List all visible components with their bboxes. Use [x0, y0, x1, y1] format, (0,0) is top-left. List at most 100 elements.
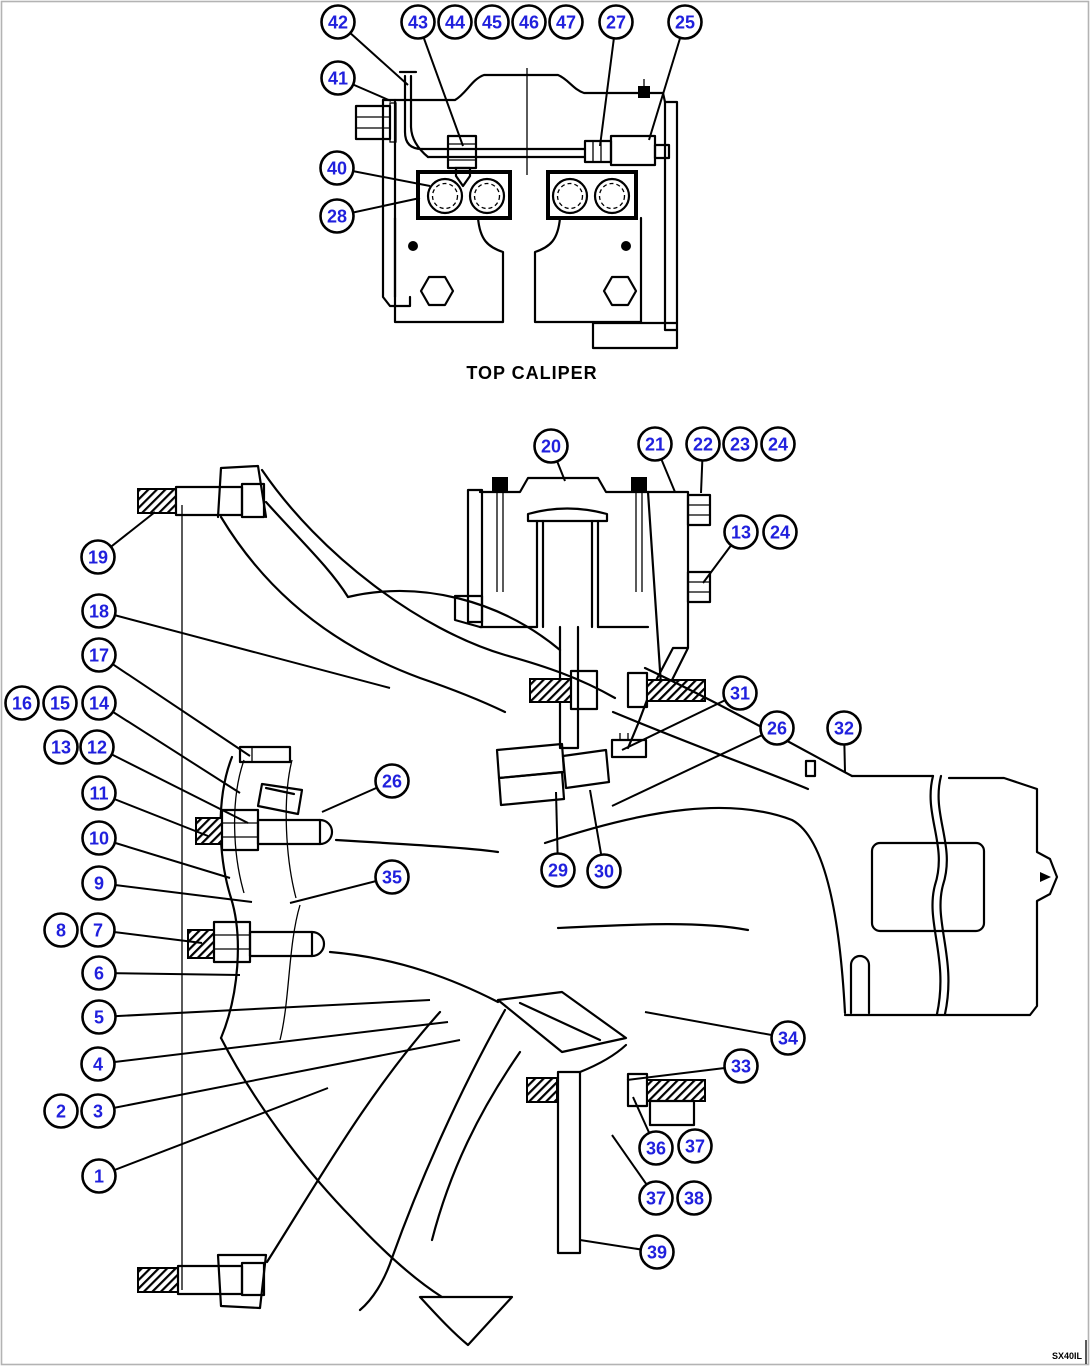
callout-circle-7[interactable] — [80, 912, 116, 948]
callout-circle-4[interactable] — [80, 1046, 116, 1082]
callout-38[interactable]: 38 — [676, 1180, 712, 1216]
callout-circle-27[interactable] — [598, 4, 634, 40]
callout-circle-26[interactable] — [374, 763, 410, 799]
callout-circle-24[interactable] — [762, 514, 798, 550]
callout-circle-36[interactable] — [638, 1130, 674, 1166]
callout-2[interactable]: 2 — [43, 1093, 79, 1129]
callout-circle-43[interactable] — [400, 4, 436, 40]
callout-21[interactable]: 21 — [637, 426, 673, 462]
callout-circle-6[interactable] — [81, 955, 117, 991]
callout-12[interactable]: 12 — [79, 729, 115, 765]
callout-8[interactable]: 8 — [43, 912, 79, 948]
callout-6[interactable]: 6 — [81, 955, 117, 991]
callout-11[interactable]: 11 — [81, 775, 117, 811]
callout-23[interactable]: 23 — [722, 426, 758, 462]
callout-30[interactable]: 30 — [586, 853, 622, 889]
callout-13[interactable]: 13 — [723, 514, 759, 550]
callout-17[interactable]: 17 — [81, 637, 117, 673]
callout-circle-12[interactable] — [79, 729, 115, 765]
callout-circle-31[interactable] — [722, 675, 758, 711]
callout-circle-35[interactable] — [374, 859, 410, 895]
callout-circle-16[interactable] — [4, 685, 40, 721]
callout-36[interactable]: 36 — [638, 1130, 674, 1166]
callout-circle-15[interactable] — [42, 685, 78, 721]
callout-5[interactable]: 5 — [81, 999, 117, 1035]
callout-circle-47[interactable] — [548, 4, 584, 40]
callout-26[interactable]: 26 — [759, 710, 795, 746]
callout-circle-8[interactable] — [43, 912, 79, 948]
callout-19[interactable]: 19 — [80, 539, 116, 575]
callout-circle-22[interactable] — [685, 426, 721, 462]
callout-circle-38[interactable] — [676, 1180, 712, 1216]
callout-9[interactable]: 9 — [81, 865, 117, 901]
callout-46[interactable]: 46 — [511, 4, 547, 40]
callout-20[interactable]: 20 — [533, 428, 569, 464]
callout-circle-21[interactable] — [637, 426, 673, 462]
callout-3[interactable]: 3 — [80, 1093, 116, 1129]
callout-circle-30[interactable] — [586, 853, 622, 889]
callout-16[interactable]: 16 — [4, 685, 40, 721]
callout-circle-23[interactable] — [722, 426, 758, 462]
callout-45[interactable]: 45 — [474, 4, 510, 40]
callout-circle-39[interactable] — [639, 1234, 675, 1270]
callout-39[interactable]: 39 — [639, 1234, 675, 1270]
callout-circle-28[interactable] — [319, 198, 355, 234]
callout-circle-17[interactable] — [81, 637, 117, 673]
callout-circle-37[interactable] — [638, 1180, 674, 1216]
callout-circle-13[interactable] — [723, 514, 759, 550]
callout-circle-44[interactable] — [437, 4, 473, 40]
callout-26[interactable]: 26 — [374, 763, 410, 799]
callout-32[interactable]: 32 — [826, 710, 862, 746]
callout-circle-19[interactable] — [80, 539, 116, 575]
callout-22[interactable]: 22 — [685, 426, 721, 462]
callout-circle-20[interactable] — [533, 428, 569, 464]
callout-circle-45[interactable] — [474, 4, 510, 40]
callout-27[interactable]: 27 — [598, 4, 634, 40]
callout-10[interactable]: 10 — [81, 820, 117, 856]
callout-40[interactable]: 40 — [319, 150, 355, 186]
callout-circle-18[interactable] — [81, 593, 117, 629]
callout-circle-10[interactable] — [81, 820, 117, 856]
callout-18[interactable]: 18 — [81, 593, 117, 629]
callout-circle-46[interactable] — [511, 4, 547, 40]
callout-31[interactable]: 31 — [722, 675, 758, 711]
callout-37[interactable]: 37 — [638, 1180, 674, 1216]
callout-42[interactable]: 42 — [320, 4, 356, 40]
callout-13[interactable]: 13 — [43, 729, 79, 765]
callout-29[interactable]: 29 — [540, 852, 576, 888]
callout-1[interactable]: 1 — [81, 1158, 117, 1194]
callout-circle-2[interactable] — [43, 1093, 79, 1129]
callout-33[interactable]: 33 — [723, 1048, 759, 1084]
callout-circle-26[interactable] — [759, 710, 795, 746]
callout-circle-41[interactable] — [320, 60, 356, 96]
callout-circle-42[interactable] — [320, 4, 356, 40]
callout-24[interactable]: 24 — [762, 514, 798, 550]
callout-circle-5[interactable] — [81, 999, 117, 1035]
callout-circle-1[interactable] — [81, 1158, 117, 1194]
callout-circle-25[interactable] — [667, 4, 703, 40]
callout-circle-24[interactable] — [760, 426, 796, 462]
callout-34[interactable]: 34 — [770, 1020, 806, 1056]
callout-circle-34[interactable] — [770, 1020, 806, 1056]
callout-circle-11[interactable] — [81, 775, 117, 811]
callout-35[interactable]: 35 — [374, 859, 410, 895]
callout-37[interactable]: 37 — [677, 1128, 713, 1164]
callout-24[interactable]: 24 — [760, 426, 796, 462]
callout-47[interactable]: 47 — [548, 4, 584, 40]
callout-4[interactable]: 4 — [80, 1046, 116, 1082]
callout-15[interactable]: 15 — [42, 685, 78, 721]
callout-circle-3[interactable] — [80, 1093, 116, 1129]
callout-25[interactable]: 25 — [667, 4, 703, 40]
callout-circle-9[interactable] — [81, 865, 117, 901]
callout-circle-37[interactable] — [677, 1128, 713, 1164]
callout-circle-29[interactable] — [540, 852, 576, 888]
callout-circle-32[interactable] — [826, 710, 862, 746]
callout-28[interactable]: 28 — [319, 198, 355, 234]
callout-43[interactable]: 43 — [400, 4, 436, 40]
callout-circle-13[interactable] — [43, 729, 79, 765]
callout-circle-14[interactable] — [81, 685, 117, 721]
callout-14[interactable]: 14 — [81, 685, 117, 721]
callout-44[interactable]: 44 — [437, 4, 473, 40]
callout-41[interactable]: 41 — [320, 60, 356, 96]
callout-circle-40[interactable] — [319, 150, 355, 186]
